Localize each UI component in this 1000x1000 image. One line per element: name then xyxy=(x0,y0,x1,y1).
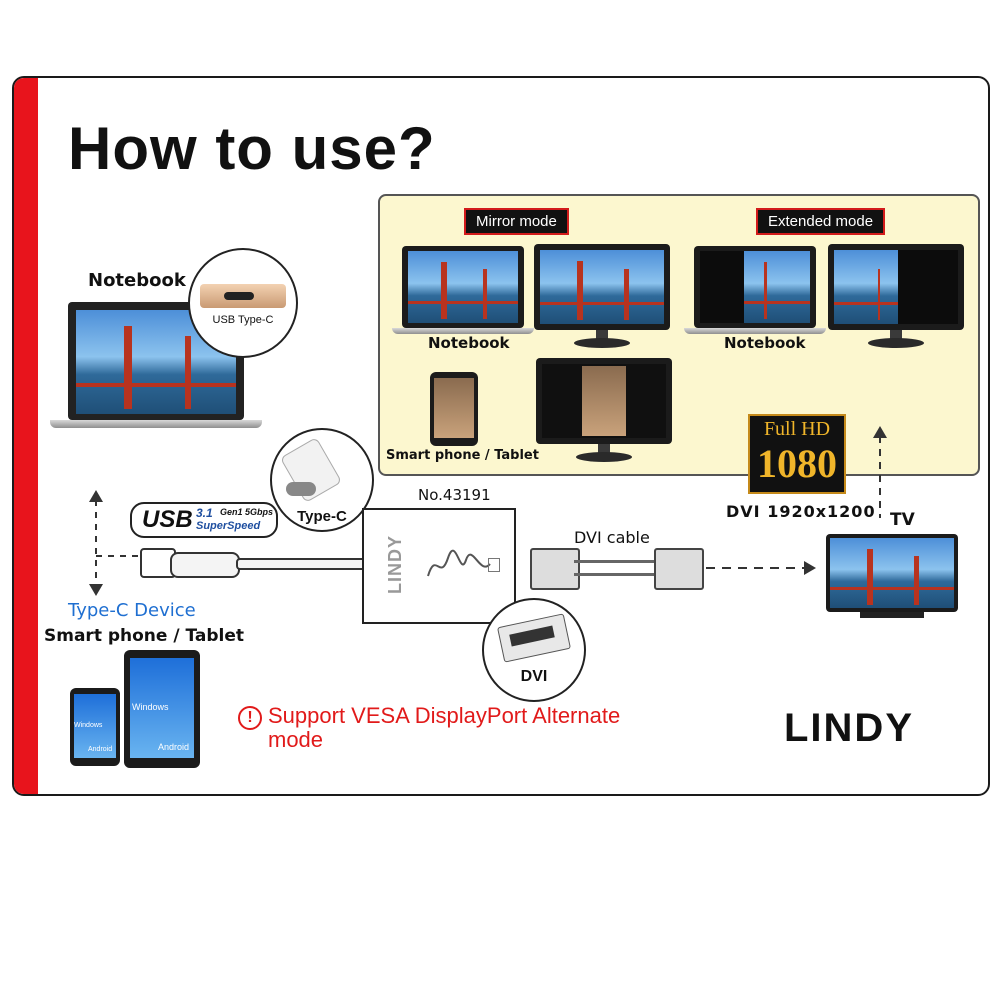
mirror-notebook-label: Notebook xyxy=(428,334,510,352)
dvi-connector-label: DVI xyxy=(484,668,584,686)
mirror-phone-label: Smart phone / Tablet xyxy=(386,448,539,463)
adapter-box: LINDY xyxy=(362,508,516,624)
vesa-note-line1: Support VESA DisplayPort Alternate xyxy=(268,704,620,728)
usb-gen-text: Gen1 5Gbps xyxy=(220,507,273,517)
dvi-cable-label: DVI cable xyxy=(574,528,650,547)
usb-logo-text: USB xyxy=(142,506,193,534)
page-title: How to use? xyxy=(68,114,436,183)
device-sublabel: Smart phone / Tablet xyxy=(44,626,244,646)
adapter-model-number: No.43191 xyxy=(418,486,491,504)
extended-mode-tag: Extended mode xyxy=(756,208,885,235)
adapter-brand-text: LINDY xyxy=(385,535,406,594)
mirror-mode-tag: Mirror mode xyxy=(464,208,569,235)
typec-connector-callout: Type-C xyxy=(270,428,374,532)
lindy-logo: LINDY xyxy=(784,706,914,751)
full-hd-text: Full HD xyxy=(754,418,840,441)
dvi-resolution-label: DVI 1920x1200 xyxy=(726,502,876,521)
full-hd-1080-text: 1080 xyxy=(754,440,840,487)
dvi-connector-callout: DVI xyxy=(482,598,586,702)
adapter-signature-mark xyxy=(426,546,492,586)
extended-notebook-label: Notebook xyxy=(724,334,806,352)
accent-bar xyxy=(14,78,38,794)
phone-windows-label: Windows xyxy=(74,722,116,729)
usb-superspeed-text: SuperSpeed xyxy=(196,520,260,532)
tablet-android-label: Android xyxy=(158,742,189,752)
full-hd-1080-badge: Full HD 1080 xyxy=(748,414,846,494)
vesa-note-line2: mode xyxy=(268,728,323,752)
tablet-windows-label: Windows xyxy=(132,702,169,712)
usb-superspeed-logo: USB 3.1 Gen1 5Gbps SuperSpeed xyxy=(130,502,278,538)
typec-connector-label: Type-C xyxy=(272,508,372,525)
phone-android-label: Android xyxy=(88,746,112,753)
typec-device-label: Type-C Device xyxy=(68,600,196,621)
device-dashed-arrows xyxy=(84,488,144,598)
arrow-to-tv xyxy=(706,558,818,578)
warning-icon: ! xyxy=(238,706,262,730)
tv-label: TV xyxy=(890,510,915,530)
how-to-use-card: How to use? Mirror mode Extended mode No… xyxy=(12,76,990,796)
usb-typec-port-label: USB Type-C xyxy=(190,314,296,326)
notebook-label: Notebook xyxy=(88,270,186,291)
usb-version-text: 3.1 xyxy=(196,506,213,520)
usb-typec-port-callout: USB Type-C xyxy=(188,248,298,358)
